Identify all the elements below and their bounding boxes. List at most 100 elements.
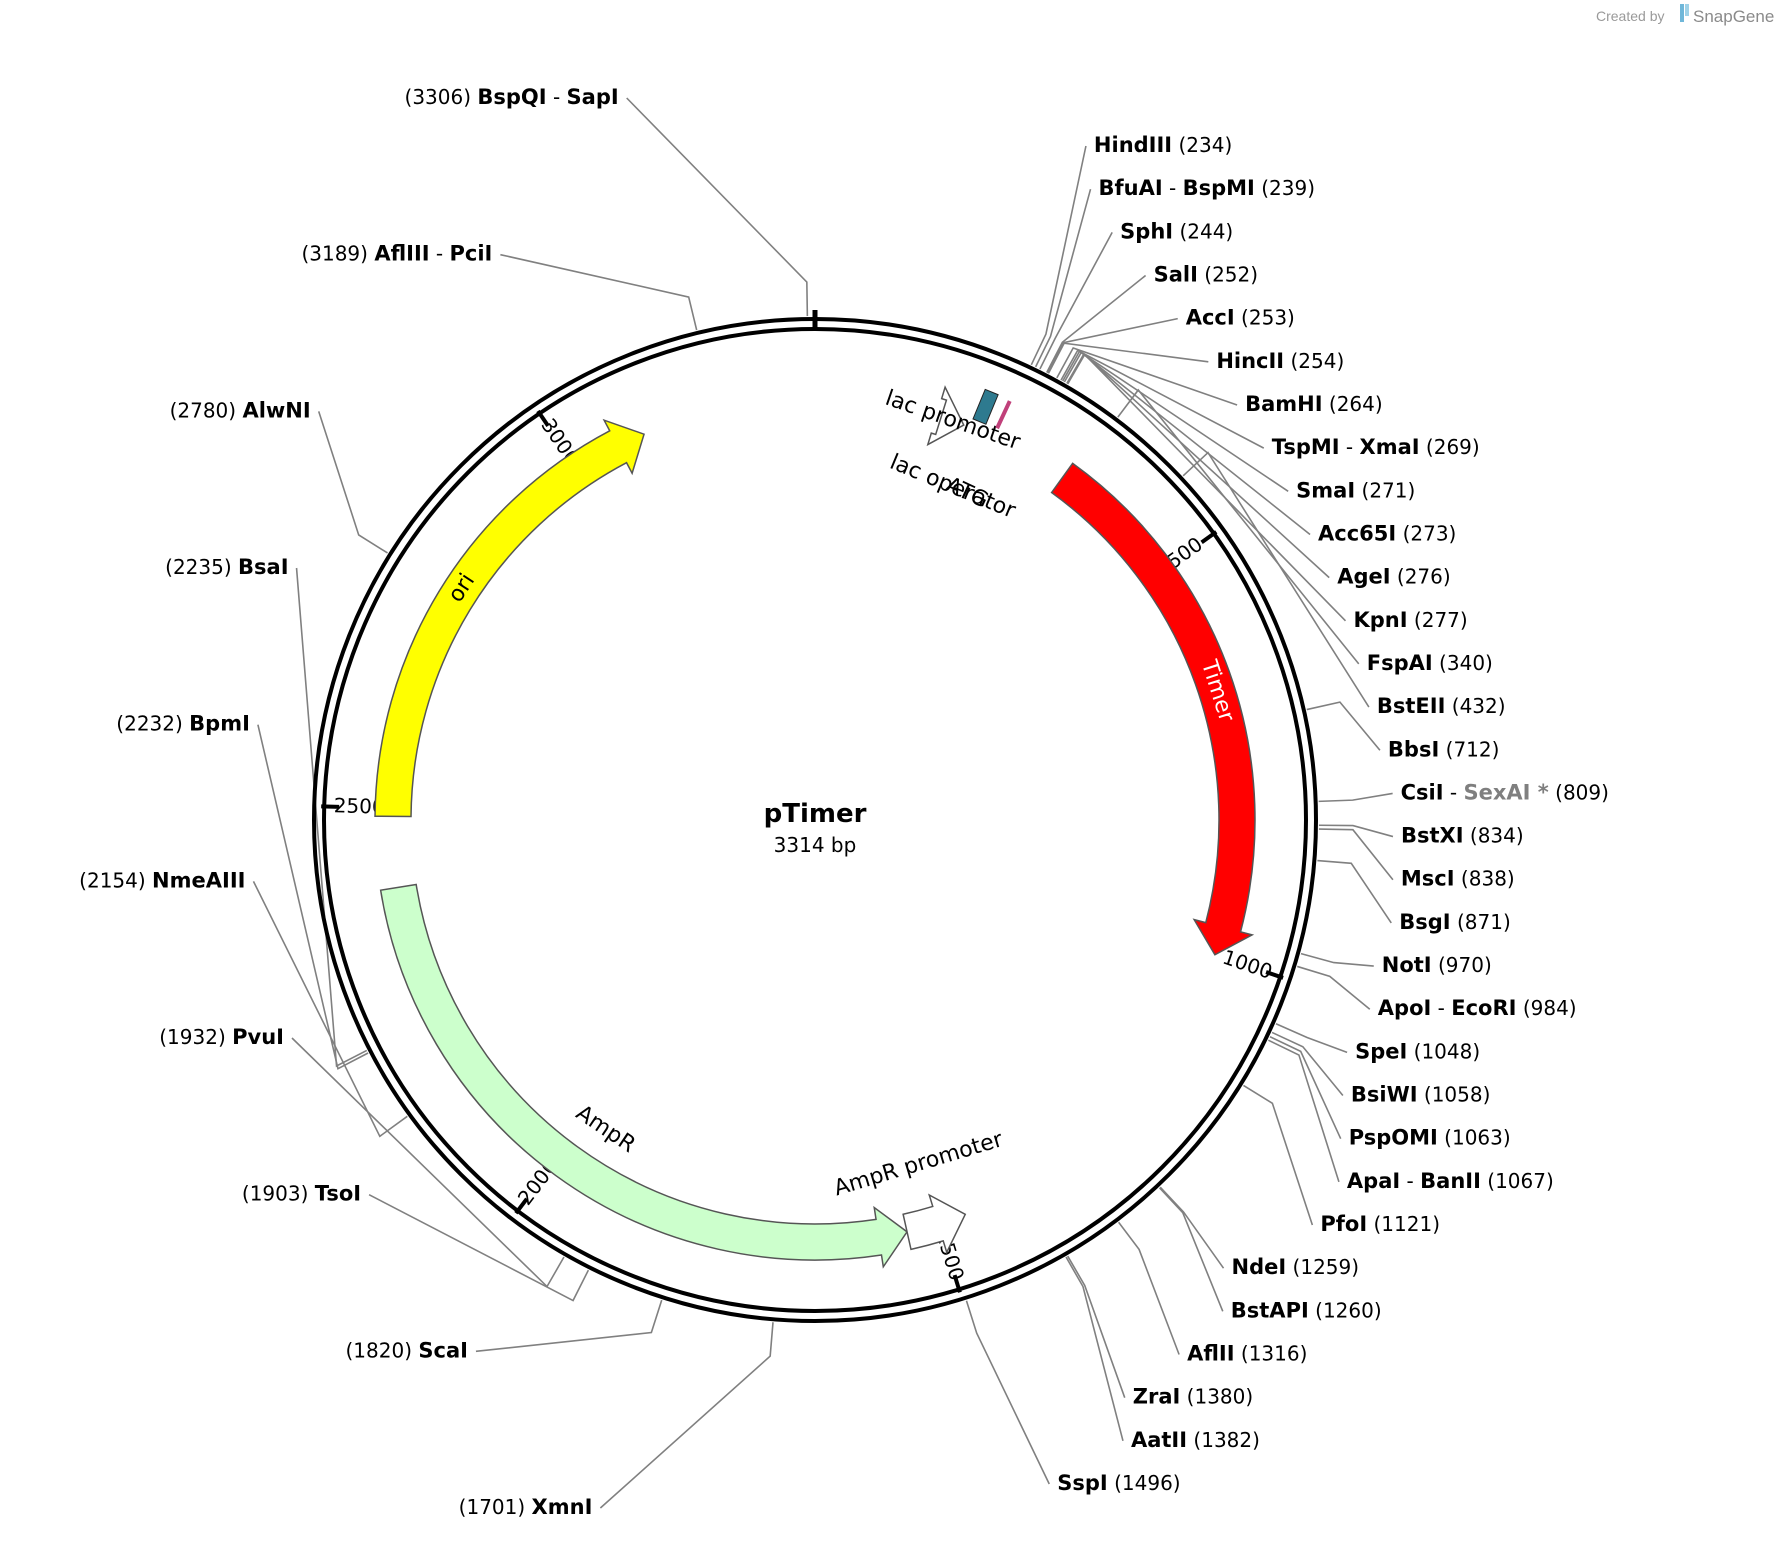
site-label-ndei[interactable]: NdeI (1259) <box>1232 1255 1360 1279</box>
site-label-bspqi[interactable]: (3306) BspQI - SapI <box>405 85 619 109</box>
site-label-aflii[interactable]: AflII (1316) <box>1187 1342 1307 1366</box>
site-leader-line <box>1269 1036 1342 1140</box>
site-label-pfoi[interactable]: PfoI (1121) <box>1320 1212 1440 1236</box>
site-leader-line <box>368 1193 590 1302</box>
site-label-bsgi[interactable]: BsgI (871) <box>1399 910 1511 934</box>
site-label-acc65i[interactable]: Acc65I (273) <box>1318 521 1456 545</box>
site-label-csii[interactable]: CsiI - SexAI * (809) <box>1401 780 1609 804</box>
bp-tick-mark <box>952 1274 962 1293</box>
site-leader-line <box>1317 859 1392 924</box>
site-label-text: BsiWI (1058) <box>1351 1083 1491 1107</box>
feature-ori[interactable]: ori <box>374 418 645 818</box>
site-leader-line <box>1275 1023 1348 1054</box>
site-leader-line <box>1034 188 1092 368</box>
site-label-text: SpeI (1048) <box>1355 1039 1480 1063</box>
site-label-afliii[interactable]: (3189) AflIII - PciI <box>301 242 492 266</box>
site-leader-line <box>1318 792 1393 803</box>
site-label-text: (2780) AlwNI <box>170 398 311 422</box>
site-label-text: (2232) BpmI <box>116 712 250 736</box>
site-leader-line <box>1117 388 1360 665</box>
site-labels: HindIII (234) BfuAI - BspMI (239) SphI (24… <box>79 85 1609 1519</box>
site-label-bstxi[interactable]: BstXI (834) <box>1401 824 1524 848</box>
site-label-hindiii[interactable]: HindIII (234) <box>1094 133 1232 157</box>
bp-tick-mark <box>1265 970 1284 980</box>
site-leader-line <box>1267 1039 1340 1183</box>
site-label-text: (1903) TsoI <box>242 1182 361 1206</box>
site-label-apoi[interactable]: ApoI - EcoRI (984) <box>1378 996 1577 1020</box>
site-label-sali[interactable]: SalI (252) <box>1154 262 1258 286</box>
site-label-text: MscI (838) <box>1401 867 1515 891</box>
site-label-apai[interactable]: ApaI - BanII (1067) <box>1347 1169 1554 1193</box>
atg-mark <box>995 400 1012 430</box>
site-leader-line <box>1318 824 1394 838</box>
site-label-bsiwi[interactable]: BsiWI (1058) <box>1351 1083 1491 1107</box>
site-label-fspai[interactable]: FspAI (340) <box>1367 651 1493 675</box>
site-leader-line <box>1182 451 1370 708</box>
feature-label: AmpR promoter <box>831 1127 1007 1202</box>
site-label-tspmi[interactable]: TspMI - XmaI (269) <box>1272 435 1480 459</box>
site-label-text: HincII (254) <box>1216 349 1344 373</box>
site-label-tsoi[interactable]: (1903) TsoI <box>242 1182 361 1206</box>
site-label-pspomi[interactable]: PspOMI (1063) <box>1349 1126 1511 1150</box>
site-label-kpni[interactable]: KpnI (277) <box>1353 608 1467 632</box>
site-label-text: (3306) BspQI - SapI <box>405 85 619 109</box>
site-label-aatii[interactable]: AatII (1382) <box>1131 1428 1260 1452</box>
bp-tick-mark <box>1200 530 1218 544</box>
feature-ampr[interactable]: AmpR <box>379 883 909 1269</box>
plasmid-center-label: pTimer 3314 bp <box>764 799 867 857</box>
site-label-text: (2154) NmeAIII <box>79 868 245 892</box>
site-label-msci[interactable]: MscI (838) <box>1401 867 1515 891</box>
site-label-text: BstEII (432) <box>1377 694 1506 718</box>
site-label-bsai[interactable]: (2235) BsaI <box>165 555 288 579</box>
feature-label: lac promoter <box>882 386 1024 456</box>
site-label-bbsi[interactable]: BbsI (712) <box>1388 737 1500 761</box>
site-label-text: KpnI (277) <box>1353 608 1467 632</box>
site-label-zrai[interactable]: ZraI (1380) <box>1133 1385 1253 1409</box>
site-label-text: BamHI (264) <box>1245 392 1383 416</box>
site-label-bpmi[interactable]: (2232) BpmI <box>116 712 250 736</box>
site-label-text: FspAI (340) <box>1367 651 1493 675</box>
site-label-smai[interactable]: SmaI (271) <box>1296 478 1415 502</box>
bp-tick-mark <box>536 409 550 428</box>
site-leader-line <box>1060 349 1265 449</box>
site-leader-line <box>599 1322 774 1509</box>
site-leader-line <box>1300 952 1374 967</box>
site-label-pvui[interactable]: (1932) PvuI <box>159 1025 284 1049</box>
feature-arrow-shape <box>379 883 909 1269</box>
site-label-text: BsgI (871) <box>1399 910 1511 934</box>
site-label-bfuai[interactable]: BfuAI - BspMI (239) <box>1099 176 1316 200</box>
site-label-hincii[interactable]: HincII (254) <box>1216 349 1344 373</box>
bp-tick-mark <box>514 1197 529 1215</box>
site-leader-line <box>257 724 369 1070</box>
snapgene-credit[interactable]: Created by SnapGene <box>1596 4 1774 26</box>
feature-arrow-shape <box>374 418 645 818</box>
site-label-bsteii[interactable]: BstEII (432) <box>1377 694 1506 718</box>
site-leader-line <box>1066 352 1330 579</box>
site-leader-line <box>1066 1255 1126 1398</box>
site-leader-line <box>252 880 408 1138</box>
site-label-agei[interactable]: AgeI (276) <box>1337 565 1450 589</box>
site-label-acci[interactable]: AccI (253) <box>1186 306 1295 330</box>
site-label-text: PspOMI (1063) <box>1349 1126 1511 1150</box>
feature-timer[interactable]: Timer <box>1050 462 1256 956</box>
site-label-noti[interactable]: NotI (970) <box>1382 953 1492 977</box>
feature-lac-promoter[interactable]: lac promoter <box>882 385 1024 456</box>
bp-tick-label: 1000 <box>1220 945 1276 984</box>
site-label-nmeaiii[interactable]: (2154) NmeAIII <box>79 868 245 892</box>
site-label-sphi[interactable]: SphI (244) <box>1120 219 1233 243</box>
site-label-alwni[interactable]: (2780) AlwNI <box>170 398 311 422</box>
site-label-sspi[interactable]: SspI (1496) <box>1057 1471 1180 1495</box>
site-label-xmni[interactable]: (1701) XmnI <box>459 1495 593 1519</box>
site-leader-line <box>1306 701 1381 751</box>
feature-arrow-shape <box>1050 462 1256 956</box>
site-label-text: CsiI - SexAI * (809) <box>1401 780 1609 804</box>
site-label-bstapi[interactable]: BstAPI (1260) <box>1231 1298 1382 1322</box>
site-label-scai[interactable]: (1820) ScaI <box>346 1338 468 1362</box>
site-leader-line <box>1039 231 1113 370</box>
site-leader-line <box>1117 1221 1180 1355</box>
site-label-text: PfoI (1121) <box>1320 1212 1440 1236</box>
site-label-text: (1932) PvuI <box>159 1025 284 1049</box>
site-label-spei[interactable]: SpeI (1048) <box>1355 1039 1480 1063</box>
site-label-bamhi[interactable]: BamHI (264) <box>1245 392 1383 416</box>
